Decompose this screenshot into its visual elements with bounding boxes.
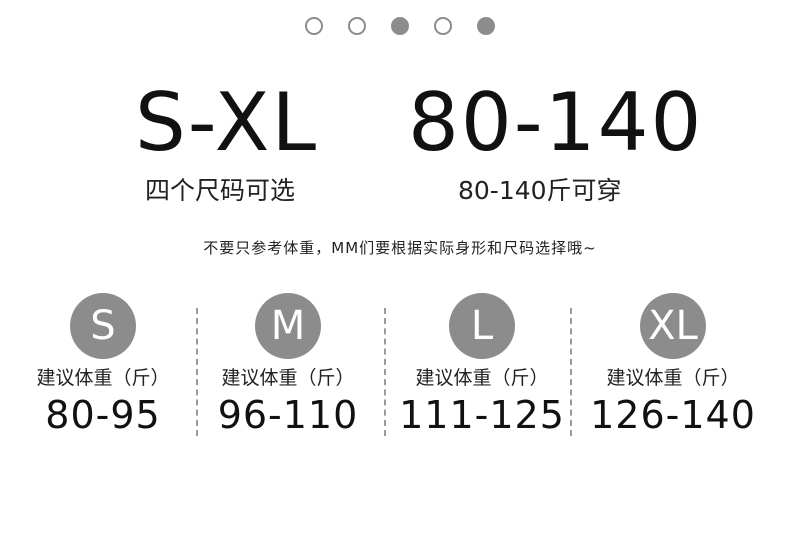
carousel-dot-5-active[interactable] <box>477 17 495 35</box>
carousel-dot-2[interactable] <box>348 17 366 35</box>
weight-range-title: 80-140 <box>408 76 704 169</box>
size-badge-xl: XL <box>640 293 706 359</box>
suggested-weight-label: 建议体重（斤） <box>415 367 549 389</box>
carousel-dot-1[interactable] <box>305 17 323 35</box>
carousel-dots <box>0 17 800 35</box>
column-divider <box>196 308 198 436</box>
carousel-dot-4[interactable] <box>434 17 452 35</box>
suggested-weight-label: 建议体重（斤） <box>221 367 355 389</box>
size-caption: 四个尺码可选 <box>145 176 296 205</box>
weight-range-l: 111-125 <box>399 393 565 437</box>
size-badge-m: M <box>255 293 321 359</box>
column-divider <box>570 308 572 436</box>
weight-range-s: 80-95 <box>45 393 161 437</box>
column-divider <box>384 308 386 436</box>
size-badge-l: L <box>449 293 515 359</box>
suggested-weight-label: 建议体重（斤） <box>36 367 170 389</box>
weight-range-m: 96-110 <box>217 393 359 437</box>
fit-note: 不要只参考体重，MM们要根据实际身形和尺码选择哦~ <box>203 239 597 257</box>
size-column-l: L 建议体重（斤） 111-125 <box>387 293 577 437</box>
weight-range-xl: 126-140 <box>590 393 756 437</box>
size-range-title: S-XL <box>135 76 319 169</box>
size-column-s: S 建议体重（斤） 80-95 <box>8 293 198 437</box>
size-chart: S 建议体重（斤） 80-95 M 建议体重（斤） 96-110 L 建议体重（… <box>0 293 800 443</box>
size-badge-s: S <box>70 293 136 359</box>
carousel-dot-3-active[interactable] <box>391 17 409 35</box>
weight-caption: 80-140斤可穿 <box>458 176 622 205</box>
suggested-weight-label: 建议体重（斤） <box>606 367 740 389</box>
size-column-xl: XL 建议体重（斤） 126-140 <box>578 293 768 437</box>
size-column-m: M 建议体重（斤） 96-110 <box>193 293 383 437</box>
